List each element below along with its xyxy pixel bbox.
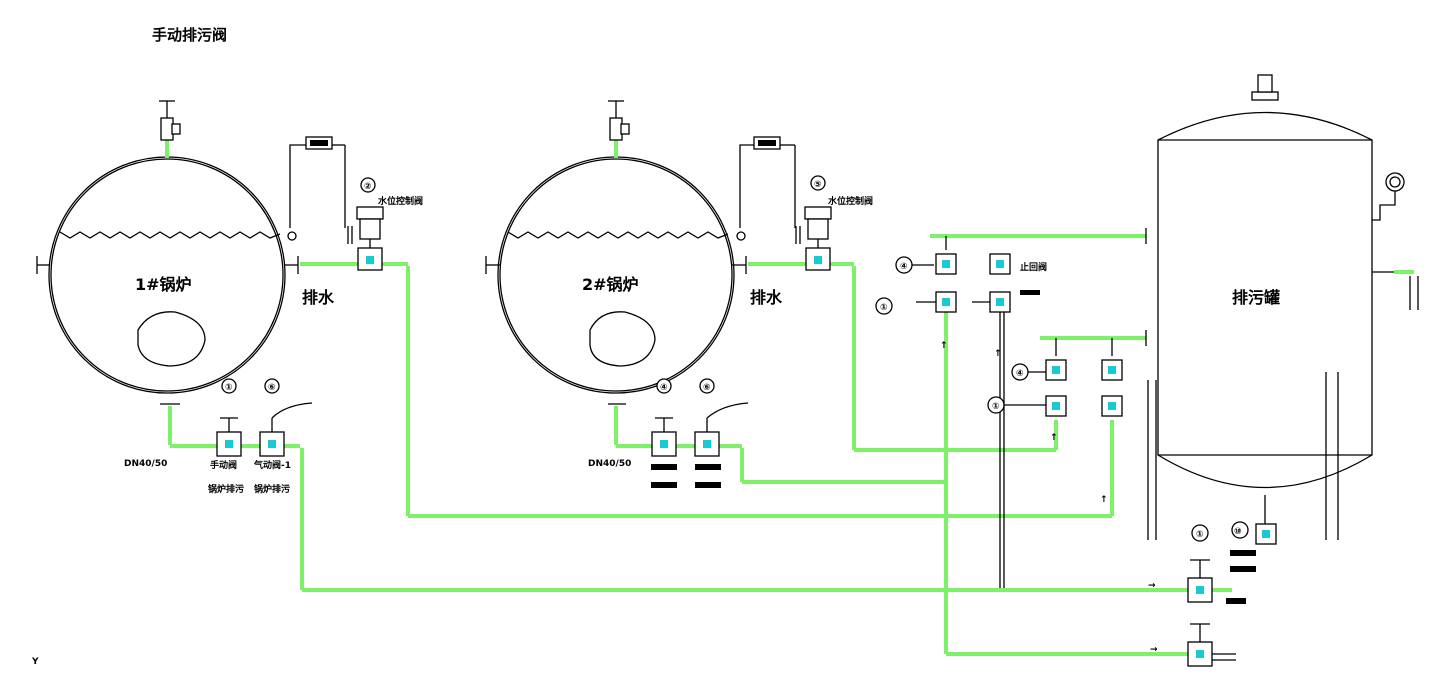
boiler-1-outlet-label: 排水 [302, 288, 335, 307]
marker-b2-bottom-a: ④ [660, 383, 668, 393]
corner-mark: Y [31, 657, 39, 667]
boiler-1-label: 1#锅炉 [135, 275, 192, 294]
marker-b1-bottom-a: ① [225, 383, 233, 393]
boiler-2-drain-size: DN40/50 [588, 459, 631, 469]
boiler-2-bottom-valves: ④ ⑥ DN40/50 [588, 378, 749, 488]
blowdown-tank: 排污罐 ⑩ [1145, 74, 1419, 572]
tank-label: 排污罐 [1232, 288, 1280, 307]
flow-arrow-up-2: ↑ [994, 349, 1002, 359]
diagram-title: 手动排污阀 [152, 26, 227, 44]
marker-header-d: ① [992, 402, 1000, 412]
b1-valve-caption2-b: 锅炉排污 [253, 483, 290, 495]
flow-arrow-2: → [1150, 645, 1158, 655]
flow-arrow-up-1: ↑ [940, 341, 948, 351]
marker-tank-drain: ⑩ [1234, 527, 1242, 537]
header-valve-label: 止回阀 [1020, 261, 1047, 273]
b1-valve-caption2-a: 锅炉排污 [207, 483, 244, 495]
marker-outlet-valve: ① [1196, 530, 1204, 540]
boiler-1: 1#锅炉 [36, 100, 299, 445]
boiler-1-bottom-valves: ① ⑥ DN40/50 手动阀 气动阀-1 锅炉排污 锅炉排污 [124, 378, 313, 495]
boiler-2-outlet-valve: ⑤ 水位控制阀 排水 [748, 175, 873, 307]
marker-b2-bottom-b: ⑥ [703, 383, 711, 393]
boiler-2: 2#锅炉 [485, 100, 747, 445]
boiler-2-label: 2#锅炉 [582, 275, 639, 294]
b1-valve-caption-b: 气动阀-1 [253, 459, 291, 471]
marker-b1-top: ② [364, 182, 372, 192]
marker-header-a: ④ [900, 262, 908, 272]
header-valves: ④ ① 止回阀 ④ ① [875, 236, 1123, 417]
marker-b1-bottom-b: ⑥ [268, 383, 276, 393]
marker-header-b: ① [880, 303, 888, 313]
marker-header-c: ④ [1016, 369, 1024, 379]
boiler-2-outlet-label: 排水 [750, 288, 783, 307]
flow-arrow-1: → [1148, 581, 1156, 591]
level-control-1 [287, 136, 346, 241]
flow-arrow-up-4: ↑ [1100, 495, 1108, 505]
boiler-1-drain-size: DN40/50 [124, 459, 167, 469]
level-control-2 [736, 136, 796, 241]
top-valve-caption-1: 水位控制阀 [378, 195, 423, 207]
boiler-1-outlet-valve: ② 水位控制阀 排水 [300, 177, 423, 307]
b1-valve-caption-a: 手动阀 [210, 459, 237, 471]
flow-arrow-up-3: ↑ [1050, 433, 1058, 443]
outlet-valves: ① → → [1148, 524, 1246, 667]
marker-b2-top: ⑤ [814, 180, 822, 190]
top-valve-caption-2: 水位控制阀 [828, 195, 873, 207]
pipe-network [300, 234, 1236, 661]
